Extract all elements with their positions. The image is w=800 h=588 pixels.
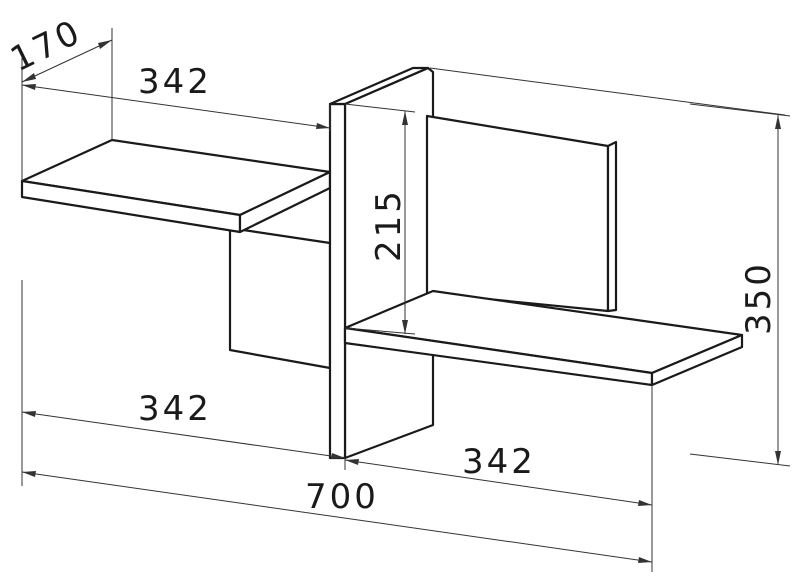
right-back-panel (425, 114, 610, 313)
right-back-panel-edge (606, 140, 618, 313)
dim-line-overall-width (21, 471, 653, 563)
right-shelf-side (650, 333, 744, 387)
label-bottom-left-width: 342 (138, 389, 212, 429)
center-panel-side (343, 66, 435, 460)
extension-lines (21, 28, 791, 572)
label-left-shelf-width: 342 (138, 62, 212, 102)
label-overall-width: 700 (305, 477, 379, 517)
dim-line-left-shelf (21, 84, 331, 129)
dimension-lines (21, 39, 781, 563)
dim-line-depth (21, 39, 113, 83)
shelf-unit (20, 66, 744, 460)
center-panel-front (328, 102, 347, 460)
center-panel-top (328, 66, 430, 106)
left-back-panel (228, 226, 332, 370)
label-depth: 170 (4, 12, 88, 80)
label-inner-height: 215 (369, 188, 409, 262)
label-overall-height: 350 (739, 261, 779, 335)
dim-line-bottom-right (344, 459, 653, 506)
dim-line-bottom-left (21, 411, 346, 459)
label-bottom-right-width: 342 (462, 442, 536, 482)
